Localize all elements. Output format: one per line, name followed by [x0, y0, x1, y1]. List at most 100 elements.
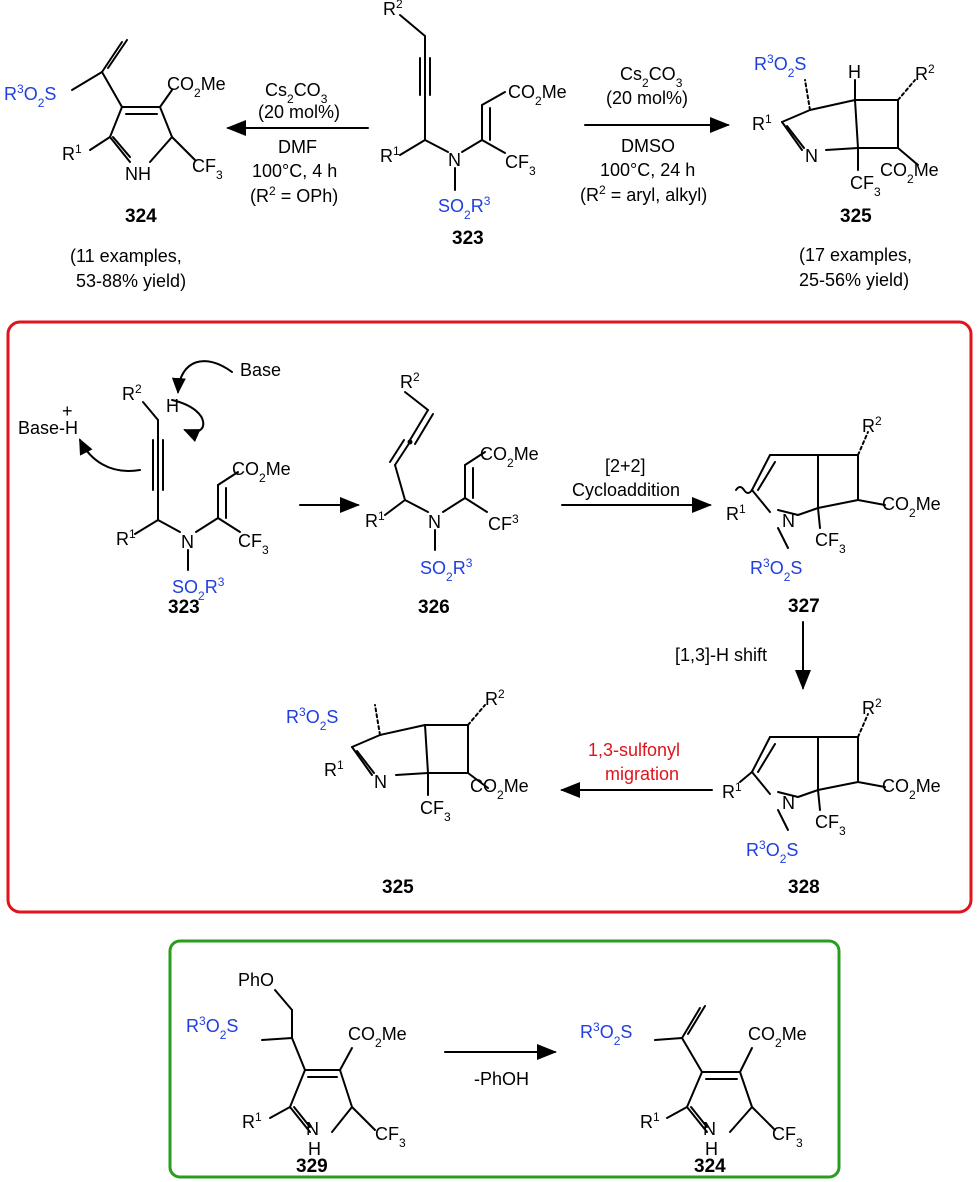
svg-text:R2: R2 [122, 382, 142, 404]
svg-text:N: N [782, 511, 795, 531]
svg-text:CF3: CF3 [420, 798, 451, 824]
yield-325-line2: 25-56% yield) [799, 270, 909, 290]
svg-text:N: N [703, 1119, 716, 1139]
step-shift: [1,3]-H shift [675, 645, 767, 665]
cond-right-solvent: DMSO [621, 136, 675, 156]
cond-left-note: (R2 = OPh) [250, 184, 338, 206]
mechanism-box [6, 320, 973, 914]
svg-text:CF3: CF3 [192, 156, 223, 182]
step-cycloaddition-1: [2+2] [605, 456, 646, 476]
svg-text:SO2R3: SO2R3 [420, 556, 473, 584]
svg-text:CF3: CF3 [815, 530, 846, 556]
svg-text:H: H [308, 1139, 321, 1159]
svg-text:CF3: CF3 [505, 152, 536, 178]
svg-text:CO2Me: CO2Me [348, 1024, 407, 1050]
svg-text:R2: R2 [400, 370, 420, 392]
svg-text:R3O2S: R3O2S [754, 52, 806, 80]
compound-323-mech: R2 H CO2Me CF3 R1 N SO2R3 [79, 360, 291, 603]
svg-text:CO2Me: CO2Me [748, 1024, 807, 1050]
svg-text:H: H [705, 1139, 718, 1159]
cond-left-temp: 100°C, 4 h [252, 161, 337, 181]
base-label: Base [240, 360, 281, 380]
svg-text:N: N [374, 772, 387, 792]
label-329: 329 [296, 1156, 328, 1177]
svg-text:CO2Me: CO2Me [880, 160, 939, 186]
svg-text:N: N [782, 793, 795, 813]
svg-text:R1: R1 [380, 144, 400, 166]
svg-text:CO2Me: CO2Me [470, 776, 529, 802]
compound-324-bottom: R3O2S CO2Me CF3 R1 N H [580, 1005, 807, 1159]
svg-text:R1: R1 [726, 502, 746, 524]
step-migration-2: migration [605, 764, 679, 784]
label-325-top: 325 [840, 206, 872, 227]
svg-text:CF3: CF3 [488, 512, 519, 534]
svg-text:CF3: CF3 [375, 1124, 406, 1150]
yield-324-line1: (11 examples, [70, 246, 182, 266]
yield-324-line2: 53-88% yield) [76, 271, 186, 291]
elimination-box [168, 939, 841, 1179]
svg-text:N: N [805, 146, 818, 166]
svg-text:H: H [848, 62, 861, 82]
compound-325-mech: R3O2S R2 R1 N CF3 CO2Me [286, 687, 529, 824]
step-migration-1: 1,3-sulfonyl [588, 740, 680, 760]
svg-text:R3O2S: R3O2S [750, 556, 802, 584]
label-324-top: 324 [125, 206, 157, 227]
svg-text:CO2Me: CO2Me [882, 776, 941, 802]
label-323-mech: 323 [168, 597, 200, 618]
label-323-top: 323 [452, 228, 484, 249]
label-328: 328 [788, 877, 820, 898]
cond-right-note: (R2 = aryl, alkyl) [580, 183, 707, 205]
svg-text:CF3: CF3 [850, 173, 881, 199]
label-325-mech: 325 [382, 877, 414, 898]
cond-left-solvent: DMF [278, 137, 317, 157]
svg-text:N: N [306, 1119, 319, 1139]
svg-text:N: N [428, 512, 441, 532]
svg-text:R1: R1 [722, 780, 742, 802]
cond-right-reagent: Cs2CO3 [620, 64, 683, 90]
label-327: 327 [788, 596, 820, 617]
compound-323-top: R2 CO2Me CF3 R1 N SO2R3 [380, 0, 567, 222]
nh-label: NH [125, 164, 151, 184]
yield-325-line1: (17 examples, [799, 245, 912, 265]
svg-text:R1: R1 [640, 1110, 660, 1132]
svg-text:R3O2S: R3O2S [286, 705, 338, 733]
svg-text:N: N [448, 150, 461, 170]
cond-left-loading: (20 mol%) [258, 102, 340, 122]
svg-text:R1: R1 [62, 142, 82, 164]
svg-text:SO2R3: SO2R3 [438, 194, 491, 222]
compound-328: R2 CO2Me R1 N CF3 R3O2S [722, 696, 941, 866]
svg-text:CO2Me: CO2Me [232, 459, 291, 485]
svg-text:R1: R1 [365, 509, 385, 531]
base-h-plus: + [62, 401, 73, 421]
compound-327: R2 CO2Me R1 N CF3 R3O2S [726, 414, 941, 584]
compound-329: PhO R3O2S CO2Me CF3 R1 N H [186, 970, 407, 1159]
svg-text:R1: R1 [242, 1110, 262, 1132]
compound-326: R2 CO2Me CF3 R1 N SO2R3 [365, 370, 539, 584]
svg-text:CF3: CF3 [815, 812, 846, 838]
step-cycloaddition-2: Cycloaddition [572, 480, 680, 500]
cond-right-temp: 100°C, 24 h [600, 160, 695, 180]
svg-text:R1: R1 [116, 527, 136, 549]
svg-text:CO2Me: CO2Me [167, 74, 226, 100]
svg-text:R3O2S: R3O2S [4, 82, 56, 110]
svg-text:CO2Me: CO2Me [882, 494, 941, 520]
svg-text:R3O2S: R3O2S [186, 1014, 238, 1042]
label-324-bottom: 324 [694, 1156, 726, 1177]
compound-324-top: R3O2S CO2Me CF3 R1 NH [4, 39, 226, 184]
svg-text:R3O2S: R3O2S [580, 1020, 632, 1048]
svg-text:R2: R2 [485, 687, 505, 709]
svg-text:CF3: CF3 [238, 531, 269, 557]
svg-text:R3O2S: R3O2S [746, 838, 798, 866]
svg-text:CF3: CF3 [772, 1124, 803, 1150]
h-label: H [166, 396, 179, 416]
cond-right-loading: (20 mol%) [606, 88, 688, 108]
svg-text:R2: R2 [862, 414, 882, 436]
svg-text:CO2Me: CO2Me [480, 444, 539, 470]
svg-text:N: N [181, 532, 194, 552]
step-elimination: -PhOH [474, 1069, 529, 1089]
pho-label: PhO [238, 970, 274, 990]
svg-text:R2: R2 [862, 696, 882, 718]
svg-text:CO2Me: CO2Me [508, 82, 567, 108]
